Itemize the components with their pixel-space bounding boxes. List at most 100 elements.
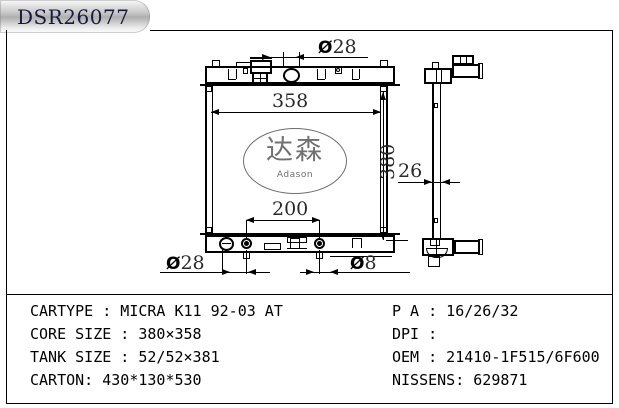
logo-ellipse [243,128,347,194]
top-tank-slot [317,69,318,79]
dim-core-width-arrow-left [211,109,219,115]
core-bracket-bl [205,227,212,233]
frame-border-top [150,30,613,31]
dim-top-neck-arrow-right [296,54,304,60]
core-bracket-tr [380,86,387,92]
dim-core-width-label: 358 [272,90,309,112]
bottom-pin-left-hole [244,241,249,246]
side-inlet-pipe [452,64,480,78]
dim-core-width-line [211,112,381,113]
top-tank-pin-hole [336,68,340,72]
diameter-symbol-icon: Ø [318,38,333,58]
side-outlet-pipe [454,240,480,254]
dim-bottom-span-label: 200 [272,198,309,220]
bottom-tank-slot [352,238,353,248]
dim-bottom-left-arrow-b [248,269,256,275]
dim-side-thickness-arrow-left [424,179,432,185]
filler-neck [283,68,300,83]
dim-bottom-right-arrow-b [330,269,338,275]
dim-core-height-arrow-top [380,92,386,100]
core-rail-right-outer [386,85,388,233]
side-top-tank [424,68,452,84]
dim-top-neck-arrow-left [262,54,270,60]
dim-top-neck-label: ØØ2828 [318,36,357,58]
company-logo: 达森 Adason [243,128,347,194]
inlet-fitting-stem [236,62,251,68]
bottom-tank-slot [290,238,299,239]
drain-port [219,237,234,251]
info-column-right: P A : 16/26/32 DPI : OEM : 21410-1F515/6… [392,300,600,392]
info-row-pa: P A : 16/26/32 [392,302,519,320]
top-tank-slot [352,79,359,80]
dim-top-neck-ext-left [283,52,284,68]
dim-core-height-label: 380 [377,143,399,180]
bottom-pin-right-hole [317,241,322,246]
side-outlet-pipe-end [478,239,483,255]
bottom-tank-tab [264,243,281,250]
diameter-symbol-icon: Ø [166,254,181,274]
frame-border-right [612,30,613,404]
info-row-cartype: CARTYPE : MICRA K11 92-03 AT [30,302,283,320]
dim-bottom-span-ext-right [319,220,320,238]
dim-bottom-right-ext [319,250,320,274]
top-tank-pin [243,68,248,74]
top-tank-slot [228,79,236,80]
bottom-tank-slot [299,238,300,248]
bottom-tank-bracket [287,237,307,243]
core-bracket-tl [205,86,212,92]
inlet-fitting-detail [252,78,268,79]
logo-cn-text: 达森 [266,135,324,166]
side-inlet-cap-detail [466,55,467,65]
info-row-tank-size: TANK SIZE : 52/52×381 [30,348,220,366]
core-rail-left-outer [205,85,207,233]
dim-core-height-line [383,92,384,240]
bottom-tank-flange [200,233,400,235]
dim-bottom-span-line [246,220,320,221]
top-tank-flange [200,84,400,86]
side-inlet-cap [452,55,474,65]
bottom-tank-slot [352,238,361,239]
info-column-left: CARTYPE : MICRA K11 92-03 AT CORE SIZE :… [30,300,283,392]
side-inlet-cap-detail [460,55,461,65]
bottom-tank-slot [361,238,362,248]
diameter-symbol-icon: Ø [350,254,365,274]
top-tank-slot [352,69,353,79]
top-tank-slot [317,79,325,80]
side-bottom-tank-detail [430,238,440,246]
top-tank-mount-right [380,60,388,67]
bottom-pin-right [314,238,325,249]
dim-bottom-left-ext-b [246,250,247,274]
side-core-left-edge [432,82,434,240]
top-tank-slot [359,69,360,79]
top-tank-mount-left [212,60,220,67]
core-rail-right-inner [380,85,381,233]
bottom-pin-left [241,238,252,249]
info-row-oem: OEM : 21410-1F515/6F600 [392,348,600,366]
dim-core-height-ext-bottom [386,240,408,241]
top-tank-body [205,66,395,84]
side-top-tank-centerline [436,68,437,84]
dim-bottom-right-label: Ø8 [350,252,377,274]
panel-divider [6,294,613,295]
inlet-fitting-cap [250,57,272,59]
info-table: CARTYPE : MICRA K11 92-03 AT CORE SIZE :… [0,300,619,404]
info-row-nissens: NISSENS: 629871 [392,371,528,389]
dim-bottom-span-arrow-right [312,217,320,223]
dim-side-thickness-label: 26 [398,160,423,182]
dim-top-neck-line [258,57,368,58]
dim-bottom-left-ext-a [222,250,223,274]
top-tank-slot [325,69,326,79]
side-core-mark-top [434,103,438,108]
dim-core-height-arrow-bottom [380,232,386,240]
title-tab: DSR26077 [0,0,150,33]
core-rail-left-inner [212,85,213,233]
side-top-post [432,62,439,69]
bottom-tank-slot [290,238,291,248]
dim-core-width-arrow-right [373,109,381,115]
bottom-outlet-line [330,256,392,257]
dim-bottom-left-label: Ø28 [166,252,205,274]
dim-bottom-span-ext-left [246,220,247,238]
dim-bottom-right-line [300,272,410,273]
info-row-dpi: DPI : [392,325,438,343]
